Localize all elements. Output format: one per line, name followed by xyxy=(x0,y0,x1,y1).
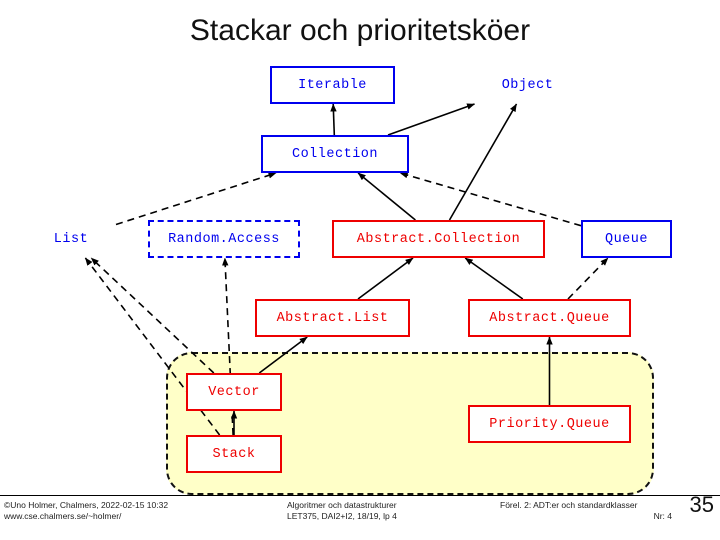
footer-left: ©Uno Holmer, Chalmers, 2022-02-15 10:32 … xyxy=(4,500,168,522)
edge-abstract-list-to-abstract-collection xyxy=(357,257,414,300)
class-node-label: Collection xyxy=(291,146,378,162)
class-node-label: Priority.Queue xyxy=(489,416,610,432)
edge-collection-to-object xyxy=(387,103,475,136)
edge-queue-to-collection xyxy=(399,172,582,227)
class-node-label: List xyxy=(53,231,89,247)
edge-vector-to-list xyxy=(90,257,215,374)
footer-right: Förel. 2: ADT:er och standardklasser Nr:… xyxy=(500,500,672,522)
class-node-random-access: Random.Access xyxy=(148,220,300,258)
class-node-label: Queue xyxy=(604,231,648,247)
page-number: 35 xyxy=(689,492,714,517)
class-node-label: Iterable xyxy=(298,77,367,93)
slide-footer: ©Uno Holmer, Chalmers, 2022-02-15 10:32 … xyxy=(0,492,720,540)
class-node-collection: Collection xyxy=(261,135,409,173)
edge-abstract-queue-to-abstract-collection xyxy=(464,257,524,300)
class-node-vector: Vector xyxy=(186,373,282,411)
edge-list-to-collection xyxy=(115,172,277,226)
class-node-label: Vector xyxy=(208,384,260,400)
class-node-list: List xyxy=(26,220,116,258)
class-node-abstract-queue: Abstract.Queue xyxy=(468,299,631,337)
class-node-stack: Stack xyxy=(186,435,282,473)
footer-right-line1: Förel. 2: ADT:er och standardklasser xyxy=(500,500,638,510)
page-title: Stackar och prioritetsköer xyxy=(189,14,531,47)
class-node-abstract-list: Abstract.List xyxy=(255,299,410,337)
footer-center-line2: LET375, DAI2+I2, 18/19, lp 4 xyxy=(287,511,397,521)
footer-center-line1: Algoritmer och datastrukturer xyxy=(287,500,397,510)
class-node-label: Stack xyxy=(212,446,256,462)
class-node-object: Object xyxy=(470,66,585,104)
edge-abstract-collection-to-object xyxy=(448,103,518,221)
footer-right-line2: Nr: 4 xyxy=(653,511,672,521)
edge-abstract-collection-to-collection xyxy=(357,172,416,221)
footer-left-line2: www.cse.chalmers.se/~holmer/ xyxy=(4,511,122,521)
class-node-abstract-collection: Abstract.Collection xyxy=(332,220,545,258)
edge-abstract-queue-to-queue xyxy=(567,257,609,300)
class-node-queue: Queue xyxy=(581,220,672,258)
class-node-label: Object xyxy=(501,77,554,93)
edge-vector-to-abstract-list xyxy=(258,336,308,374)
class-node-label: Random.Access xyxy=(168,231,280,247)
class-node-label: Abstract.Collection xyxy=(356,231,521,247)
footer-center: Algoritmer och datastrukturer LET375, DA… xyxy=(287,500,397,522)
class-node-label: Abstract.Queue xyxy=(489,310,610,326)
footer-left-line1: ©Uno Holmer, Chalmers, 2022-02-15 10:32 xyxy=(4,500,169,510)
edge-collection-to-iterable xyxy=(330,103,337,136)
class-node-label: Abstract.List xyxy=(276,310,389,326)
class-node-iterable: Iterable xyxy=(270,66,395,104)
class-node-priority-queue: Priority.Queue xyxy=(468,405,631,443)
